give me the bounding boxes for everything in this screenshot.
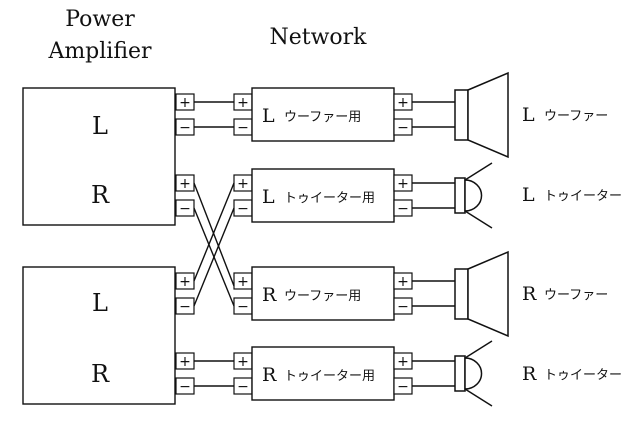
network-to-speaker-wires [412,101,455,387]
net2-out-plus-terminal: + [397,176,409,192]
amp-heading-line1: Power [65,7,135,32]
net2-in-minus-terminal: − [237,201,249,217]
amp2-l-plus-terminal: + [179,274,191,290]
amp-to-network-wires [193,101,235,387]
network-l-tweeter: + − L トゥイーター用 + − [233,168,413,223]
amp1-l-minus-terminal: − [179,120,191,136]
tweeter-l-speaker-icon [454,162,493,229]
net3-out-minus-terminal: − [397,299,409,315]
amp2-l-minus-terminal: − [179,299,191,315]
woofer-l-channel: L [522,104,535,126]
amp1-channel-label-bottom: R [91,181,110,209]
net3-in-plus-terminal: + [237,274,249,290]
network-l-woofer: + − L ウーファー用 + − [233,87,413,142]
power-amplifier-2: L R [22,266,176,405]
tweeter-r-type: トゥイーター [544,368,622,383]
net4-channel: R [262,364,277,386]
net1-out-minus-terminal: − [397,120,409,136]
net1-in-minus-terminal: − [237,120,249,136]
net2-channel: L [262,186,275,208]
tweeter-r-channel: R [522,363,537,385]
amp2-r-plus-terminal: + [179,354,191,370]
amp1-r-minus-terminal: − [179,201,191,217]
tweeter-l-type: トゥイーター [544,189,622,204]
net3-out-plus-terminal: + [397,274,409,290]
wire-amp2l-plus-to-net2 [193,182,235,282]
net4-type: トゥイーター用 [284,369,375,384]
woofer-l-type: ウーファー [544,109,608,124]
net4-out-plus-terminal: + [397,354,409,370]
amp-heading-line2: Amplifier [47,39,152,64]
net4-in-plus-terminal: + [237,354,249,370]
net3-in-minus-terminal: − [237,299,249,315]
woofer-l-speaker-icon [454,71,509,159]
network-heading: Network [269,25,367,50]
amp1-channel-label-top: L [92,112,108,140]
net3-type: ウーファー用 [284,289,361,304]
net1-channel: L [262,105,275,127]
amp1-l-plus-terminal: + [179,95,191,111]
net1-in-plus-terminal: + [237,95,249,111]
power-amplifier-1: L R [22,87,176,226]
amp-terminals: + − + − + − + − [175,93,195,395]
net3-channel: R [262,284,277,306]
woofer-r-type: ウーファー [544,288,608,303]
net4-in-minus-terminal: − [237,379,249,395]
net2-in-plus-terminal: + [237,176,249,192]
tweeter-r-speaker-icon [454,340,493,407]
net4-out-minus-terminal: − [397,379,409,395]
wire-amp2l-minus-to-net2 [193,207,235,307]
wire-amp1r-plus-to-net3 [193,182,235,287]
woofer-r-channel: R [522,283,537,305]
amp2-r-minus-terminal: − [179,379,191,395]
network-r-woofer: + − R ウーファー用 + − [233,266,413,321]
net2-type: トゥイーター用 [284,191,375,206]
amp2-channel-label-top: L [92,289,108,317]
net1-type: ウーファー用 [284,110,361,125]
amp2-channel-label-bottom: R [91,360,110,388]
tweeter-l-channel: L [522,184,535,206]
net2-out-minus-terminal: − [397,201,409,217]
woofer-r-speaker-icon [454,250,509,338]
amp1-r-plus-terminal: + [179,176,191,192]
net1-out-plus-terminal: + [397,95,409,111]
network-r-tweeter: + − R トゥイーター用 + − [233,346,413,401]
